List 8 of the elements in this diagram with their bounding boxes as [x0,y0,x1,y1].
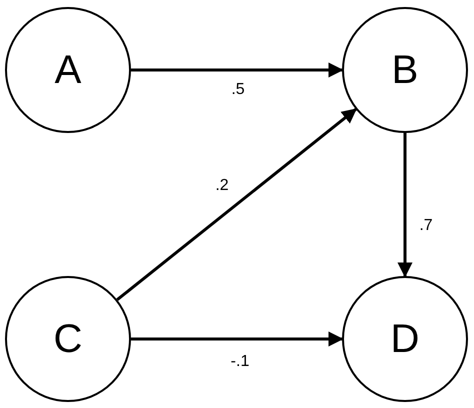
arrow [131,62,344,78]
node-label: D [390,316,420,362]
arrow [131,332,344,346]
node-label: A [54,48,82,92]
node-label: C [54,316,82,362]
node-label: B [392,48,418,92]
arrow [116,108,357,301]
arrow [398,133,412,278]
